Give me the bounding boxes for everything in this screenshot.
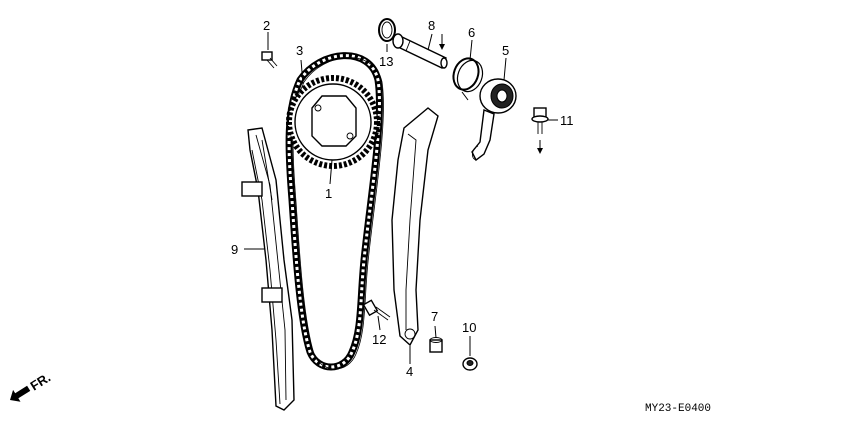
front-indicator: FR.	[10, 370, 53, 402]
callout-11: 11	[560, 113, 574, 128]
callout-5: 5	[502, 43, 509, 58]
tensioner-arm-5	[471, 78, 517, 162]
front-indicator-label: FR.	[27, 370, 53, 394]
callout-2: 2	[263, 18, 270, 33]
diagram-code: MY23-E0400	[645, 403, 711, 415]
chain-guide-9	[241, 127, 295, 411]
cam-chain-3	[285, 52, 384, 371]
bolt-2	[261, 51, 278, 69]
arrow-down-icon	[537, 140, 543, 154]
o-ring-13	[378, 18, 396, 42]
bolt-11	[531, 107, 549, 134]
callout-13: 13	[379, 54, 393, 69]
callout-7: 7	[431, 309, 438, 324]
callout-8: 8	[428, 18, 435, 33]
arrow-down-icon	[439, 34, 445, 50]
callout-10: 10	[462, 320, 476, 335]
bolt-12	[362, 299, 391, 321]
nut-10	[462, 357, 478, 371]
callout-9: 9	[231, 242, 238, 257]
callout-1: 1	[325, 186, 332, 201]
collar-7	[429, 337, 443, 353]
front-arrow-icon	[10, 385, 31, 402]
callout-12: 12	[372, 332, 386, 347]
leader-lines	[244, 32, 558, 364]
tensioner-slipper-4	[391, 107, 439, 347]
callout-4: 4	[406, 364, 413, 379]
callout-6: 6	[468, 25, 475, 40]
tensioner-shaft-8	[392, 33, 448, 69]
callout-3: 3	[296, 43, 303, 58]
spring-6	[452, 57, 484, 101]
cam-sprocket-1	[286, 75, 380, 169]
